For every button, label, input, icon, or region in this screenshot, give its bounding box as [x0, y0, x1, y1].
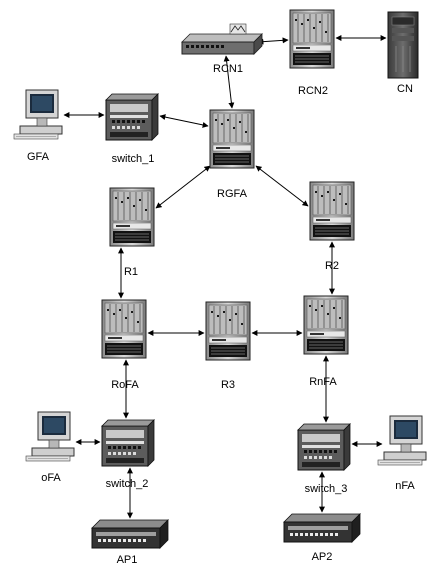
node-label: RnFA: [309, 376, 337, 388]
node-rnfa[interactable]: RnFA: [303, 295, 349, 388]
node-nfa[interactable]: nFA: [377, 415, 427, 492]
node-label: switch_1: [112, 153, 155, 165]
node-rcn2[interactable]: RCN2: [289, 9, 335, 97]
node-label: switch_3: [305, 483, 348, 495]
server-tower-icon: [387, 11, 419, 79]
node-label: RCN1: [213, 63, 243, 75]
link-rcn1-rcn2: [257, 37, 289, 45]
router-chassis-icon: [209, 109, 255, 169]
router-chassis-icon: [289, 9, 335, 69]
node-label: RGFA: [217, 188, 248, 200]
link-rgfa-r2: [255, 165, 309, 207]
node-label: AP2: [312, 551, 333, 563]
router-chassis-icon: [303, 295, 349, 355]
node-label: RCN2: [298, 85, 328, 97]
link-rcn1-rgfa: [223, 55, 235, 109]
node-label: R1: [124, 266, 138, 278]
node-gfa[interactable]: GFA: [13, 89, 63, 163]
link-switch_1-rgfa: [159, 114, 209, 128]
switch-icon: [101, 419, 155, 467]
link-rgfa-r1: [155, 165, 211, 209]
router-chassis-icon: [101, 299, 147, 359]
switch-icon: [297, 423, 351, 471]
node-cn[interactable]: CN: [387, 11, 419, 95]
router-rack-icon: [181, 23, 263, 55]
node-label: R2: [325, 260, 339, 272]
workstation-icon: [377, 415, 427, 466]
node-switch-3[interactable]: switch_3: [297, 423, 351, 495]
node-rcn1[interactable]: RCN1: [181, 23, 263, 75]
node-rofa[interactable]: RoFA: [101, 299, 147, 391]
node-switch-1[interactable]: switch_1: [105, 93, 159, 165]
node-label: oFA: [41, 472, 61, 484]
node-r2[interactable]: R2: [309, 181, 355, 272]
node-rgfa[interactable]: RGFA: [209, 109, 255, 200]
node-label: R3: [221, 379, 235, 391]
router-chassis-icon: [309, 181, 355, 241]
node-label: AP1: [117, 554, 138, 566]
router-chassis-icon: [109, 187, 155, 247]
workstation-icon: [13, 89, 63, 140]
node-label: switch_2: [106, 478, 149, 490]
node-label: CN: [397, 83, 413, 95]
links-layer: [63, 35, 387, 519]
access-point-icon: [283, 513, 361, 543]
node-r1[interactable]: R1: [109, 187, 155, 278]
router-chassis-icon: [205, 301, 251, 361]
node-ap1[interactable]: AP1: [91, 519, 169, 566]
access-point-icon: [91, 519, 169, 549]
node-ofa[interactable]: oFA: [25, 411, 75, 484]
node-label: RoFA: [111, 379, 139, 391]
node-r3[interactable]: R3: [205, 301, 251, 391]
node-switch-2[interactable]: switch_2: [101, 419, 155, 490]
node-label: GFA: [27, 151, 50, 163]
node-ap2[interactable]: AP2: [283, 513, 361, 563]
switch-icon: [105, 93, 159, 141]
workstation-icon: [25, 411, 75, 462]
node-label: nFA: [395, 480, 415, 492]
